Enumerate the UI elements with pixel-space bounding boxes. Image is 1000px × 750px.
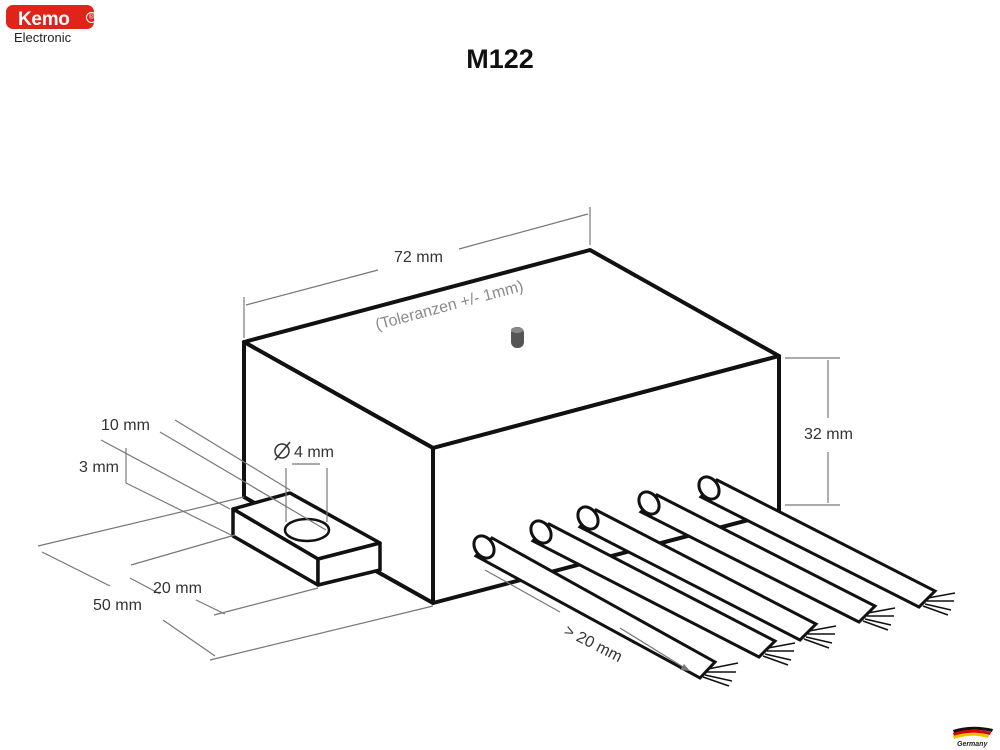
diameter-icon [274, 441, 291, 461]
hole-diameter-label: 4 mm [294, 444, 334, 461]
tab-length-label: 10 mm [101, 417, 150, 434]
led-icon [511, 327, 524, 348]
wire [576, 505, 837, 649]
logo-subtitle: Electronic [14, 30, 72, 45]
width-label: 72 mm [394, 249, 443, 266]
module-housing [242, 248, 781, 605]
wire [637, 490, 896, 631]
tab-thickness-label: 3 mm [79, 459, 119, 476]
kemo-logo: Kemo ® [6, 5, 97, 30]
logo-text: Kemo [18, 9, 70, 30]
germany-flag-icon [953, 726, 993, 739]
height-label: 32 mm [804, 426, 853, 443]
wire [472, 534, 739, 687]
dimension-lines [37, 207, 840, 671]
model-title: M122 [466, 44, 534, 74]
arrow-head [680, 664, 690, 671]
registered-mark: ® [86, 12, 97, 23]
wire [529, 519, 796, 666]
wire [697, 475, 956, 616]
wires [472, 475, 956, 687]
mounting-tab [231, 491, 382, 587]
tab-width-label: 20 mm [153, 580, 202, 597]
germany-badge-text: Germany [957, 741, 988, 748]
depth-label: 50 mm [93, 597, 142, 614]
